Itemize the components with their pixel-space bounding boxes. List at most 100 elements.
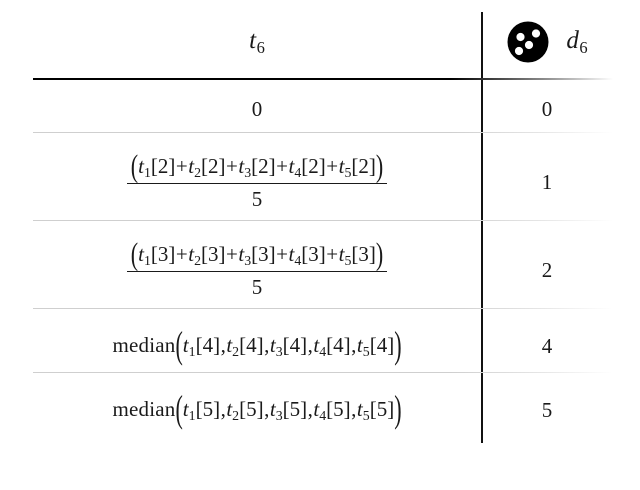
paren-open: ( [175,386,183,431]
bracket-close: ] [218,153,226,178]
paren-open: ( [175,322,183,367]
operator: + [326,153,339,178]
paren-open: ( [130,147,139,184]
bracket-close: ] [300,332,308,357]
term-var: t [269,332,276,357]
bracket-close: ] [256,396,264,421]
term-var: t [182,396,189,421]
operator: + [326,241,339,266]
term-sub: 3 [244,253,252,269]
bracket-open: [ [282,332,290,357]
bracket-open: [ [201,241,209,266]
term-index: 5 [202,396,214,421]
bracket-open: [ [201,153,209,178]
fraction: (t1[2]+t2[2]+t3[2]+t4[2]+t5[2]) 5 [126,147,388,211]
formula-cell: median(t1[4],t2[4],t3[4],t4[4],t5[4]) [33,322,481,366]
term-var: t [226,332,233,357]
bracket-close: ] [256,332,264,357]
operator: , [351,332,357,357]
header-cell-t6: t6 [33,28,481,57]
header-t-subscript: 6 [256,37,265,57]
term-index: 5 [289,396,301,421]
paren-close: ) [394,386,402,431]
term-index: 5 [333,396,344,421]
term-sub: 1 [143,165,151,181]
term-sub: 1 [188,344,196,360]
operator: , [220,332,226,357]
term-index: 2 [258,153,269,178]
term-index: 2 [208,153,219,178]
table-row: (t1[3]+t2[3]+t3[3]+t4[3]+t5[3]) 5 2 [33,226,613,314]
table-row: (t1[2]+t2[2]+t3[2]+t4[2]+t5[2]) 5 1 [33,138,613,226]
term-var: t [338,241,345,266]
term-var: t [313,332,320,357]
table-row: 0 0 [33,86,613,132]
term-index: 2 [157,153,169,178]
term-sub: 2 [194,253,202,269]
term-sub: 4 [294,165,302,181]
value-cell: 0 [481,97,613,122]
row-value: 5 [541,397,553,422]
bracket-open: [ [150,153,158,178]
bracket-open: [ [351,241,359,266]
table-header-row: t6 d 6 [33,6,613,78]
term-sub: 4 [294,253,302,269]
bracket-close: ] [300,396,308,421]
term-var: t [138,241,144,266]
paren-close: ) [375,147,384,184]
bracket-close: ] [387,332,395,357]
function-name: median [112,396,176,421]
term-index: 4 [246,332,257,357]
term-index: 4 [333,332,344,357]
operator: , [264,332,270,357]
bracket-open: [ [301,153,309,178]
bracket-close: ] [268,153,276,178]
paren-close: ) [394,322,402,367]
table-row: median(t1[4],t2[4],t3[4],t4[4],t5[4]) 4 [33,314,613,378]
column-header-t6-label: t6 [249,28,265,57]
term-sub: 5 [362,408,370,424]
operator: , [220,396,226,421]
bracket-close: ] [168,241,176,266]
term-var: t [238,153,245,178]
formula-mean-index-2: (t1[2]+t2[2]+t3[2]+t4[2]+t5[2]) 5 [126,147,388,211]
term-index: 3 [208,241,219,266]
term-sub: 1 [143,253,151,269]
bracket-open: [ [369,332,377,357]
term-var: t [226,396,233,421]
bracket-open: [ [195,332,203,357]
bracket-close: ] [218,241,226,266]
term-var: t [188,153,195,178]
term-sub: 5 [344,253,352,269]
term-sub: 4 [319,408,327,424]
term-var: t [138,153,144,178]
row-separator-rule-3 [33,372,613,373]
operator: + [226,241,238,266]
value-cell: 5 [481,398,613,423]
header-d-symbol: d [566,26,579,54]
bracket-open: [ [282,396,290,421]
bracket-close: ] [368,241,376,266]
term-var: t [238,241,245,266]
term-sub: 2 [232,408,240,424]
fraction-numerator: (t1[3]+t2[3]+t3[3]+t4[3]+t5[3]) [126,235,388,272]
term-sub: 2 [232,344,240,360]
bracket-close: ] [318,153,326,178]
term-index: 4 [202,332,214,357]
value-cell: 4 [481,334,613,359]
header-separator-rule [33,78,613,80]
formula-cell: 0 [33,97,481,122]
term-var: t [356,396,363,421]
bracket-open: [ [326,396,334,421]
term-index: 2 [358,153,369,178]
operator: + [175,153,188,178]
term-sub: 3 [244,165,252,181]
term-var: t [288,241,295,266]
row-value: 2 [541,257,553,282]
bracket-open: [ [239,396,247,421]
bracket-close: ] [213,396,221,421]
term-sub: 3 [275,344,283,360]
formula-median-index-4: median(t1[4],t2[4],t3[4],t4[4],t5[4]) [112,322,401,366]
formula-table: t6 d 6 [33,6,613,443]
